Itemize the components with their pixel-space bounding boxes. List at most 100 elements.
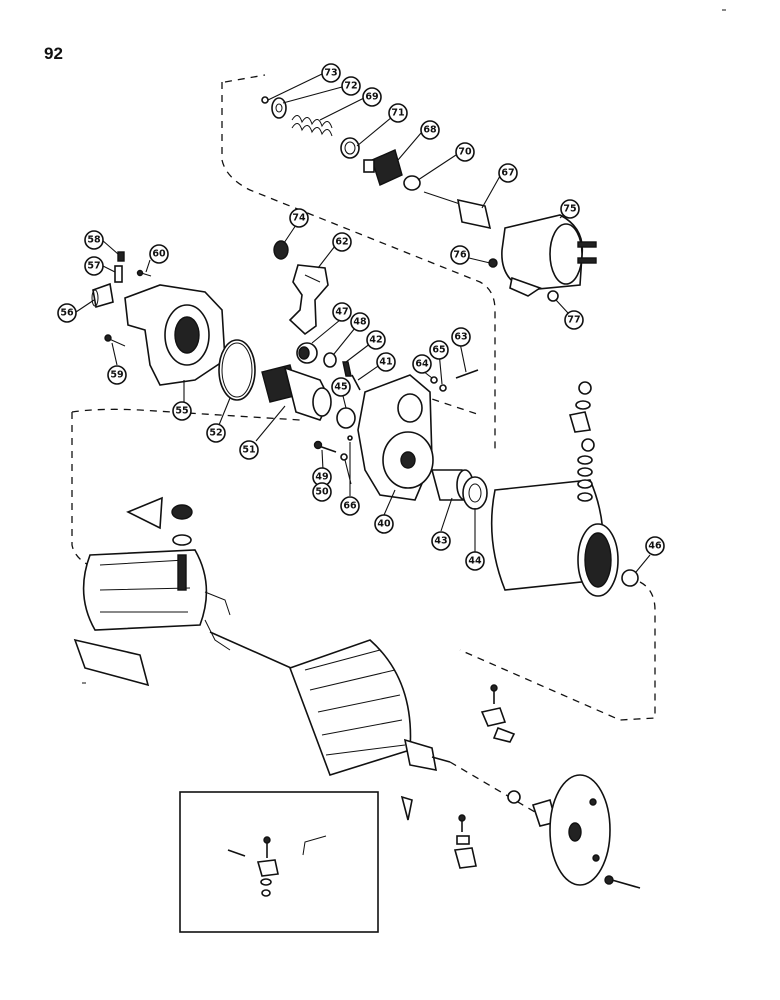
- leader-lines: [75, 73, 651, 573]
- callout-label-73: 73: [324, 68, 337, 79]
- pin-66: [347, 435, 353, 441]
- brush-holder: [480, 707, 516, 743]
- retainer-washer-72: [271, 97, 287, 119]
- shift-lever-62: [288, 264, 329, 336]
- callout-label-45: 45: [334, 382, 347, 393]
- callout-47: 47: [332, 302, 352, 322]
- callout-label-64: 64: [415, 359, 429, 370]
- callout-72: 72: [341, 76, 361, 96]
- page-number: 92: [44, 44, 63, 63]
- gasket-ring-52: [218, 339, 256, 401]
- callout-66: 66: [340, 496, 360, 516]
- armature-axis: [449, 761, 541, 816]
- callout-label-55: 55: [175, 406, 188, 417]
- callout-46: 46: [645, 536, 665, 556]
- callout-label-47: 47: [335, 307, 348, 318]
- callout-67: 67: [498, 163, 518, 183]
- ring-64: [430, 376, 438, 384]
- callout-label-60: 60: [152, 249, 166, 260]
- callout-43: 43: [431, 531, 451, 551]
- pin-42: [342, 361, 352, 377]
- callout-label-72: 72: [344, 81, 357, 92]
- callout-label-42: 42: [369, 335, 382, 346]
- callout-59: 59: [107, 365, 127, 385]
- callout-75: 75: [560, 199, 580, 219]
- callout-label-68: 68: [423, 125, 437, 136]
- callout-44: 44: [465, 551, 485, 571]
- callout-label-63: 63: [454, 332, 467, 343]
- plunger-end-68: [363, 149, 403, 186]
- callout-label-57: 57: [87, 261, 100, 272]
- pin-41: [351, 374, 361, 391]
- washer-end: [507, 790, 521, 804]
- bushing-44: [462, 476, 488, 510]
- insulator-plate: [73, 638, 150, 687]
- ring-65: [439, 384, 447, 392]
- inset-detail-box: [179, 791, 379, 933]
- drive-housing-55: [124, 284, 226, 386]
- plunger-67: [423, 191, 492, 230]
- callout-label-56: 56: [60, 308, 74, 319]
- callout-label-71: 71: [391, 108, 404, 119]
- callout-label-50: 50: [315, 487, 329, 498]
- callout-label-40: 40: [377, 519, 391, 530]
- center-housing-40: [357, 374, 434, 501]
- callout-58: 58: [84, 230, 104, 250]
- callout-label-77: 77: [567, 315, 580, 326]
- pole-shoe-screw: [171, 504, 193, 546]
- arrow-marker: [126, 496, 163, 530]
- callout-48: 48: [350, 312, 370, 332]
- callout-60: 60: [149, 244, 169, 264]
- brush-screw: [490, 684, 498, 704]
- callout-label-70: 70: [458, 147, 472, 158]
- callout-40: 40: [374, 514, 394, 534]
- callout-label-46: 46: [648, 541, 662, 552]
- callout-68: 68: [420, 120, 440, 140]
- callout-55: 55: [172, 401, 192, 421]
- callout-69: 69: [362, 87, 382, 107]
- callout-label-62: 62: [335, 237, 348, 248]
- washer-46: [621, 569, 639, 587]
- callout-label-69: 69: [365, 92, 378, 103]
- screw-76: [488, 258, 498, 268]
- callout-42: 42: [366, 330, 386, 350]
- callout-label-49: 49: [315, 472, 328, 483]
- callout-label-66: 66: [343, 501, 357, 512]
- callout-74: 74: [289, 208, 309, 228]
- callout-label-51: 51: [242, 445, 255, 456]
- callout-label-59: 59: [110, 370, 123, 381]
- callout-57: 57: [84, 256, 104, 276]
- callout-50: 50: [312, 482, 332, 502]
- washer-70: [403, 175, 421, 191]
- callout-77: 77: [564, 310, 584, 330]
- field-frame-housing: [490, 479, 619, 597]
- pin-63: [455, 369, 479, 379]
- spring-69: [291, 115, 333, 137]
- callout-71: 71: [388, 103, 408, 123]
- callout-label-67: 67: [501, 168, 514, 179]
- boot-71: [340, 137, 360, 159]
- through-bolt: [604, 875, 641, 889]
- callout-45: 45: [331, 377, 351, 397]
- pin-58: [117, 251, 125, 262]
- callout-56: 56: [57, 303, 77, 323]
- callout-76: 76: [450, 245, 470, 265]
- callout-label-65: 65: [432, 345, 445, 356]
- callout-label-74: 74: [292, 213, 306, 224]
- snap-ring-73: [261, 96, 269, 104]
- callout-51: 51: [239, 440, 259, 460]
- callout-label-76: 76: [453, 250, 467, 261]
- terminal-hardware-stack: [568, 381, 595, 502]
- screw-49: [313, 440, 337, 453]
- callout-label-75: 75: [563, 204, 576, 215]
- washer-48: [323, 352, 337, 368]
- callout-73: 73: [321, 63, 341, 83]
- callout-label-58: 58: [87, 235, 101, 246]
- armature: [209, 631, 451, 776]
- bushing-56: [91, 282, 114, 309]
- solenoid-group-boundary: [221, 74, 496, 450]
- callout-52: 52: [206, 423, 226, 443]
- callout-label-52: 52: [209, 428, 222, 439]
